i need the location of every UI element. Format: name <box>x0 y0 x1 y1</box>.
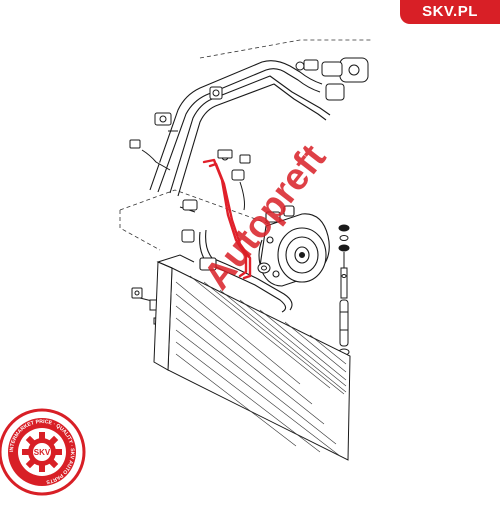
seal-center-text: SKV <box>34 448 51 457</box>
receiver-drier-stack <box>338 224 350 356</box>
ac-condenser <box>153 254 351 461</box>
pipe-fitting-block <box>295 57 369 101</box>
condenser-feed-pipe <box>199 229 293 313</box>
ac-hose-highlighted <box>202 158 252 280</box>
upper-ac-pipe-assembly <box>149 60 331 197</box>
brand-logo-tab[interactable]: SKV.PL <box>400 0 500 24</box>
condenser-fins <box>175 275 347 457</box>
bolts-and-clips <box>129 86 251 243</box>
compressor-connector <box>231 169 245 211</box>
quality-seal: SKV INTERMARKET PRICE · QUALITY · SKV AU… <box>0 408 86 496</box>
ac-compressor <box>258 205 330 287</box>
o-ring-fitting <box>257 262 271 274</box>
